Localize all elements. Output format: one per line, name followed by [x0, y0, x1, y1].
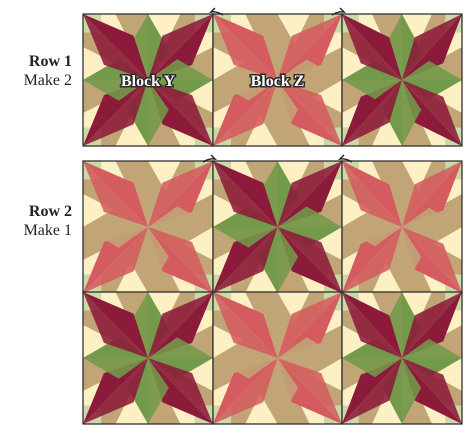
quilt-block-z [342, 161, 462, 293]
quilt-block-y [342, 14, 462, 146]
quilt-block-y [83, 292, 213, 424]
block-y-label: Block Y [121, 73, 176, 90]
quilt-block-z [83, 161, 213, 293]
quilt-block-z [213, 292, 342, 424]
block-z-label: Block Z [251, 73, 305, 90]
quilt-block-y [342, 292, 462, 424]
quilt-block-y [213, 161, 342, 293]
